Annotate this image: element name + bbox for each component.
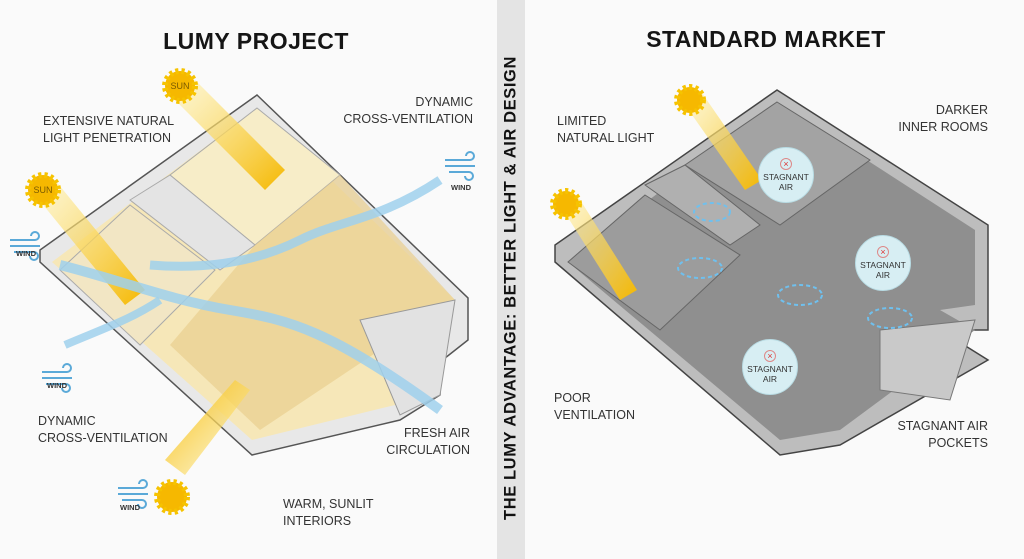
divider-band	[497, 0, 525, 559]
label-line: VENTILATION	[554, 408, 636, 422]
label-light-penetration: EXTENSIVE NATURAL LIGHT PENETRATION	[43, 113, 174, 147]
standard-title: STANDARD MARKET	[646, 26, 886, 52]
sun-beam	[35, 180, 145, 305]
sun-label: SUN	[170, 81, 190, 91]
label-line: FRESH AIR	[404, 426, 470, 440]
standard-balcony	[879, 319, 976, 401]
label-line: INTERIORS	[283, 514, 352, 528]
bubble-line: STAGNANT	[860, 260, 906, 270]
label-fresh-air: FRESH AIR CIRCULATION	[386, 425, 470, 459]
label-line: CROSS-VENTILATION	[38, 431, 168, 445]
label-line: CIRCULATION	[386, 443, 470, 457]
sun-icon	[674, 84, 706, 116]
lumy-living-floor	[170, 175, 455, 430]
label-line: POOR	[554, 391, 591, 405]
bubble-line: AIR	[875, 270, 891, 280]
air-flow-arrow	[63, 296, 163, 349]
label-line: EXTENSIVE NATURAL	[43, 114, 175, 128]
sun-label: SUN	[33, 185, 53, 195]
sun-beam	[170, 80, 285, 190]
divider-text: THE LUMY ADVANTAGE: BETTER LIGHT & AIR D…	[501, 56, 520, 520]
lumy-title: LUMY PROJECT	[163, 28, 349, 54]
wind-icon	[10, 151, 475, 509]
label-warm-interiors: WARM, SUNLIT INTERIORS	[283, 496, 374, 530]
sun-icon	[162, 68, 198, 104]
air-flow-arrow	[58, 260, 443, 415]
label-line: POCKETS	[928, 436, 988, 450]
air-flow-arrow	[149, 176, 443, 271]
label-poor-ventilation: POOR VENTILATION	[554, 390, 635, 424]
wind-label: WIND	[16, 249, 36, 258]
lumy-floorplan	[10, 68, 475, 515]
sun-icon	[154, 479, 190, 515]
stagnant-swirl	[677, 202, 913, 329]
label-line: LIGHT PENETRATION	[43, 131, 172, 145]
label-line: INNER ROOMS	[898, 120, 988, 134]
label-line: LIMITED	[557, 114, 607, 128]
standard-bathroom	[644, 164, 761, 246]
label-cross-ventilation-bottom: DYNAMIC CROSS-VENTILATION	[38, 413, 168, 447]
label-line: DYNAMIC	[415, 95, 473, 109]
sun-beam	[685, 93, 762, 190]
label-limited-light: LIMITED NATURAL LIGHT	[557, 113, 654, 147]
label-line: DYNAMIC	[38, 414, 96, 428]
wind-label: WIND	[451, 183, 471, 192]
label-line: STAGNANT AIR	[897, 419, 988, 433]
label-line: CROSS-VENTILATION	[343, 112, 473, 126]
sun-beam	[165, 380, 250, 475]
label-line: NATURAL LIGHT	[557, 131, 655, 145]
label-line: DARKER	[935, 103, 988, 117]
bubble-line: AIR	[778, 182, 794, 192]
lumy-balcony	[359, 299, 456, 416]
wind-label: WIND	[120, 503, 140, 512]
label-stagnant-pockets: STAGNANT AIR POCKETS	[897, 418, 988, 452]
x-icon: ×	[780, 158, 792, 170]
lumy-bathroom	[129, 174, 256, 271]
sun-icon	[25, 172, 61, 208]
bubble-line: STAGNANT	[763, 172, 809, 182]
x-icon: ×	[764, 350, 776, 362]
standard-floorplan	[550, 84, 990, 456]
bubble-line: STAGNANT	[747, 364, 793, 374]
bubble-line: AIR	[762, 374, 778, 384]
label-cross-ventilation-top: DYNAMIC CROSS-VENTILATION	[343, 94, 473, 128]
wind-label: WIND	[47, 381, 67, 390]
label-line: WARM, SUNLIT	[283, 497, 374, 511]
x-icon: ×	[877, 246, 889, 258]
label-darker-rooms: DARKER INNER ROOMS	[898, 102, 988, 136]
sun-beam	[560, 195, 637, 300]
sun-icon	[550, 188, 582, 220]
